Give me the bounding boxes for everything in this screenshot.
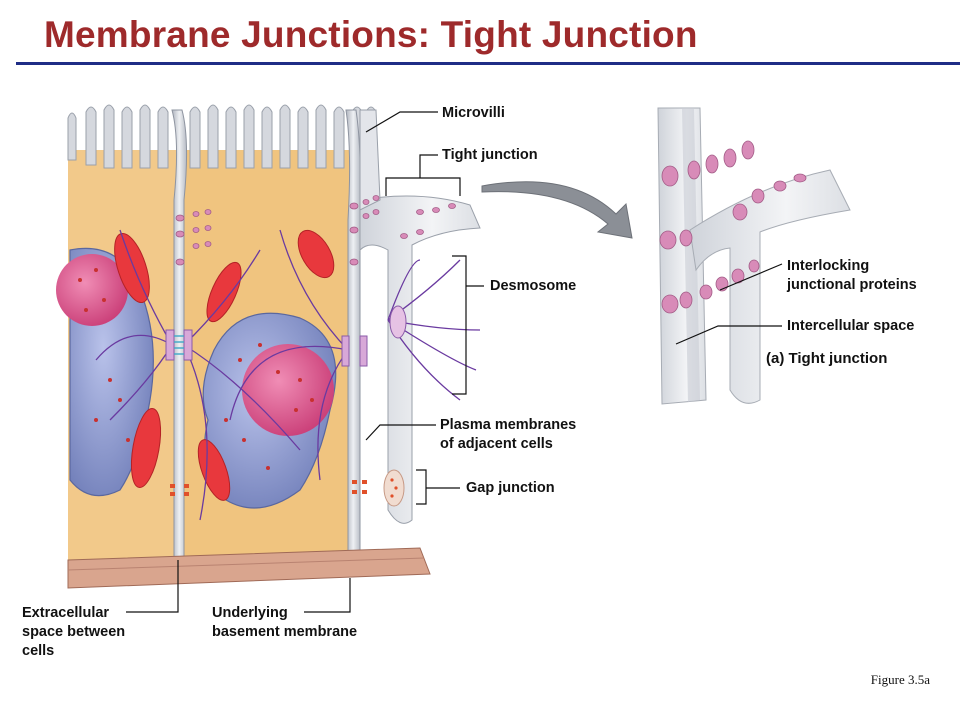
label-extracellular-line3: cells	[22, 643, 55, 659]
label-microvilli: Microvilli	[442, 105, 505, 121]
label-leader-lines	[126, 111, 484, 613]
nucleus-middle	[202, 312, 337, 509]
basement-membrane	[67, 547, 431, 589]
label-extracellular-space: Extracellular space between cells	[22, 604, 125, 661]
plasma-membranes	[171, 109, 361, 561]
detail-leader-lines	[675, 263, 783, 345]
zoom-arrow-icon	[481, 181, 633, 239]
label-tight-junction: Tight junction	[442, 147, 538, 163]
label-basement-line1: Underlying	[212, 605, 288, 621]
label-interlocking-proteins: Interlocking junctional proteins	[787, 257, 917, 295]
title-underline	[16, 62, 960, 65]
label-interlocking-line2: junctional proteins	[787, 277, 917, 293]
label-plasma-line2: of adjacent cells	[440, 436, 553, 452]
label-desmosome: Desmosome	[490, 278, 577, 294]
label-extracellular-line1: Extracellular	[22, 605, 110, 621]
label-plasma-membranes: Plasma membranes of adjacent cells	[440, 416, 576, 454]
label-basement-membrane: Underlying basement membrane	[212, 604, 357, 642]
gap-junctions	[170, 469, 405, 507]
label-interlocking-line1: Interlocking	[787, 258, 870, 274]
tight-junction-detail	[657, 107, 851, 405]
adjacent-cell-membrane-sheet	[359, 109, 481, 524]
nucleus-left	[56, 247, 154, 497]
figure-reference: Figure 3.5a	[870, 672, 930, 687]
label-basement-line2: basement membrane	[212, 624, 358, 640]
label-plasma-line1: Plasma membranes	[440, 417, 577, 433]
figure-panel-caption: (a) Tight junction	[766, 350, 888, 367]
label-intercellular-space: Intercellular space	[787, 318, 915, 334]
slide-title: Membrane Junctions: Tight Junction	[44, 14, 698, 55]
label-extracellular-line2: space between	[22, 624, 126, 640]
label-gap-junction: Gap junction	[466, 480, 555, 496]
desmosome-plaques	[165, 305, 407, 367]
tight-junction-proteins-left	[175, 195, 456, 266]
